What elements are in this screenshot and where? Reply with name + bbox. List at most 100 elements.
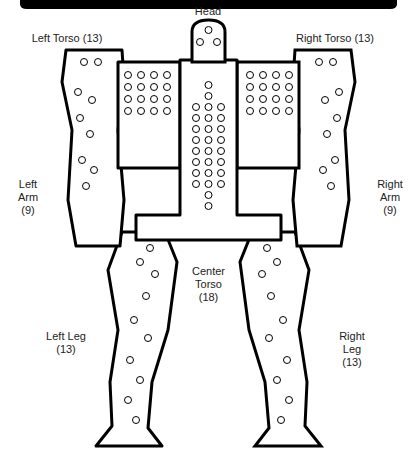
armor-dot (197, 39, 204, 46)
armor-dot (79, 157, 86, 164)
part-label: Right Torso (13) (290, 32, 380, 45)
armor-dot (205, 104, 212, 111)
armor-dot (193, 159, 200, 166)
armor-dot (95, 59, 102, 66)
head-outline (192, 20, 225, 62)
armor-dot (152, 271, 159, 278)
armor-dot (151, 72, 158, 79)
armor-dot (286, 397, 293, 404)
armor-dot (274, 259, 281, 266)
armor-dot (205, 181, 212, 188)
armor-dot (75, 89, 82, 96)
armor-dot (324, 131, 331, 138)
armor-dot (278, 417, 285, 424)
armor-dot (138, 96, 145, 103)
armor-dot (218, 137, 225, 144)
armor-dot (205, 115, 212, 122)
armor-dot (280, 317, 287, 324)
armor-dot (77, 115, 84, 122)
armor-dot (131, 317, 138, 324)
armor-dot (87, 131, 94, 138)
armor-dot (260, 96, 267, 103)
armor-dot (274, 377, 281, 384)
armor-dot (286, 84, 293, 91)
armor-dot (260, 108, 267, 115)
armor-dot (218, 181, 225, 188)
armor-dot (247, 108, 254, 115)
armor-dot (328, 183, 335, 190)
armor-dot (205, 126, 212, 133)
side-torso-outline (237, 62, 299, 168)
part-label: Right Arm (9) (372, 178, 408, 217)
armor-dot (143, 293, 150, 300)
armor-dot (218, 159, 225, 166)
armor-dot (336, 89, 343, 96)
center-torso-outline (136, 60, 281, 240)
armor-dot (247, 72, 254, 79)
armor-dot (284, 357, 291, 364)
armor-dot (205, 27, 212, 34)
armor-dot (89, 97, 96, 104)
armor-dot (205, 192, 212, 199)
armor-dot (193, 104, 200, 111)
armor-dot (138, 108, 145, 115)
armor-dot (273, 84, 280, 91)
armor-dot (259, 271, 266, 278)
armor-dot (151, 96, 158, 103)
armor-dot (125, 72, 132, 79)
armor-dot (247, 84, 254, 91)
armor-dot (138, 84, 145, 91)
part-label: Left Torso (13) (22, 32, 112, 45)
armor-dot (320, 167, 327, 174)
armor-dot (205, 82, 212, 89)
side-torso-outline (118, 62, 180, 168)
armor-dot (147, 245, 154, 252)
armor-dot (164, 108, 171, 115)
armor-dot (205, 148, 212, 155)
armor-dot (138, 72, 145, 79)
armor-dot (332, 157, 339, 164)
armor-dot (218, 170, 225, 177)
armor-dot (273, 72, 280, 79)
armor-dot (164, 96, 171, 103)
leg-outline (96, 232, 177, 446)
armor-dot (286, 96, 293, 103)
armor-dot (91, 167, 98, 174)
armor-dot (205, 93, 212, 100)
part-label: Left Arm (9) (10, 178, 46, 217)
armor-dot (260, 84, 267, 91)
armor-dot (334, 115, 341, 122)
armor-dot (133, 417, 140, 424)
armor-dot (193, 181, 200, 188)
armor-dot (218, 148, 225, 155)
armor-dot (266, 335, 273, 342)
armor-dot (264, 245, 271, 252)
armor-dot (322, 97, 329, 104)
armor-dot (286, 72, 293, 79)
armor-dot (218, 115, 225, 122)
armor-dot (137, 377, 144, 384)
armor-dot (193, 137, 200, 144)
armor-dot (193, 126, 200, 133)
armor-dot (330, 59, 337, 66)
armor-dot (214, 39, 221, 46)
armor-dot (218, 126, 225, 133)
armor-dot (125, 96, 132, 103)
armor-dot (164, 84, 171, 91)
part-label: Right Leg (13) (332, 330, 372, 369)
armor-dot (125, 84, 132, 91)
armor-dot (125, 397, 132, 404)
arm-outline (62, 50, 124, 246)
arm-outline (293, 50, 355, 246)
armor-dot (151, 108, 158, 115)
armor-dot (260, 72, 267, 79)
armor-dot (193, 148, 200, 155)
armor-dot (316, 59, 323, 66)
armor-dot (81, 59, 88, 66)
armor-dot (268, 293, 275, 300)
armor-dot (273, 96, 280, 103)
armor-dot (218, 104, 225, 111)
armor-dot (127, 357, 134, 364)
